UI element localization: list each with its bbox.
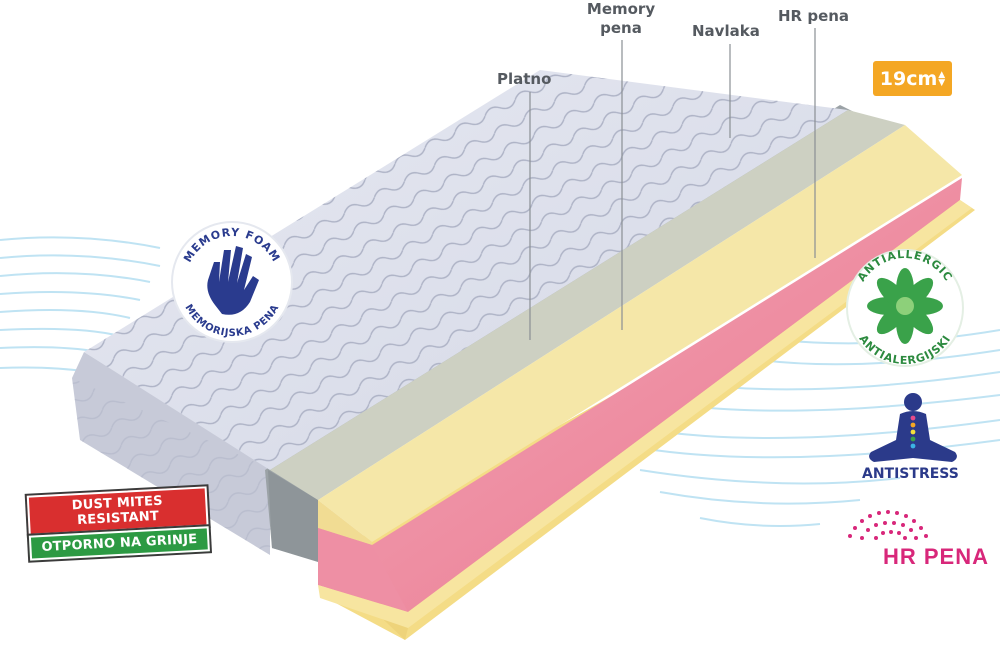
antiallergic-badge: ANTIALLERGIC ANTIALERGIJSKI — [846, 248, 964, 367]
platno-layer — [270, 110, 905, 500]
height-badge: 19 cm ▲▼ — [873, 61, 952, 96]
leaf-icon — [867, 268, 943, 344]
hr-dots-icon — [848, 510, 928, 540]
meditation-icon — [869, 393, 957, 462]
hand-icon — [207, 246, 259, 315]
leader-lines — [529, 28, 816, 340]
hr-pena-badge-label: HR PENA — [883, 544, 990, 569]
hr-foam-layer — [318, 178, 962, 612]
height-value: 19 — [879, 67, 907, 90]
label-memory-pena: Memory pena — [585, 0, 657, 38]
label-platno: Platno — [497, 70, 552, 88]
dust-mites-badge: DUST MITES RESISTANT OTPORNO NA GRINJE — [26, 486, 210, 561]
mattress — [72, 70, 975, 640]
label-memory-line2: pena — [600, 19, 642, 37]
up-down-arrow-icon: ▲▼ — [938, 69, 946, 88]
label-navlaka: Navlaka — [692, 22, 760, 40]
label-memory-line1: Memory — [586, 0, 656, 18]
memory-foam-layer — [318, 125, 962, 542]
antistress-label: ANTISTRESS — [862, 466, 959, 482]
label-hr-pena: HR pena — [778, 7, 850, 25]
height-unit: cm — [906, 67, 938, 90]
memory-foam-badge: MEMORY FOAM MEMORIJSKA PENA — [171, 221, 293, 343]
